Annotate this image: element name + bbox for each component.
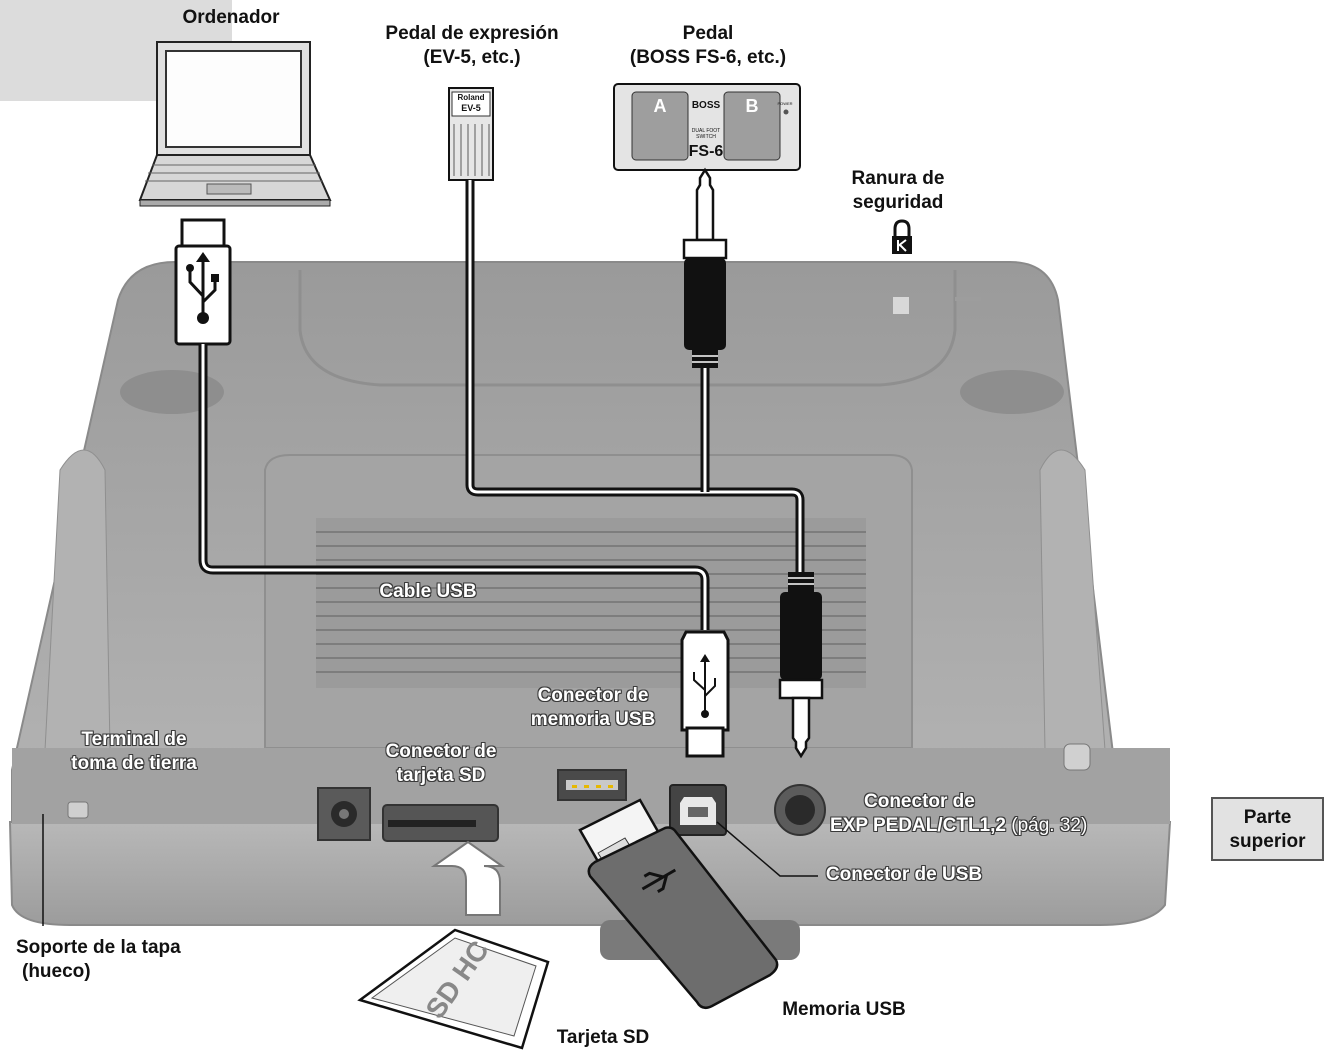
label-soporte-line2: (hueco) [22,961,91,982]
label-conector-exp-page: (pág. 32) [1011,815,1088,836]
parte-line2: superior [1229,831,1306,852]
label-conector-exp-line2-row: EXP PEDAL/CTL1,2 (pág. 32) [830,814,1122,838]
usb-b-port[interactable] [669,784,727,836]
label-tarjeta-sd: Tarjeta SD [556,1027,650,1048]
label-conector-memoria-line1: Conector de [537,685,649,706]
computer-laptop [138,41,332,207]
label-pedal-expresion-line2: (EV-5, etc.) [423,47,521,68]
label-conector-sd-line2: tarjeta SD [396,765,486,786]
sd-insert-arrow [430,840,506,916]
ground-terminal [67,801,89,819]
label-cable-usb: Cable USB [379,581,477,602]
usb-b-plug [680,630,730,758]
label-pedal: Pedal (BOSS FS-6, etc.) [610,22,806,70]
parte-superior-box: Parte superior [1211,797,1324,861]
label-terminal-tierra: Terminal de toma de tierra [54,728,214,776]
label-conector-memoria-usb: Conector de memoria USB [518,684,668,732]
fs6-brand: BOSS [691,100,721,111]
side-knob [1063,743,1091,771]
usb-memory-stick [578,798,779,1010]
label-memoria-usb: Memoria USB [782,999,906,1020]
vent-grille [316,518,866,688]
parte-line1: Parte [1243,807,1292,828]
label-conector-memoria-line2: memoria USB [530,709,656,730]
exp-pedal-jack[interactable] [774,784,826,836]
fs6-b-label: B [745,96,759,116]
leader-lines [42,814,818,926]
expression-pedal [448,87,494,181]
label-pedal-line1: Pedal [682,23,734,44]
label-ranura-line1: Ranura de [851,168,945,189]
label-conector-de-usb: Conector de USB [825,864,983,885]
label-ranura-line2: seguridad [852,192,944,213]
label-pedal-line2: (BOSS FS-6, etc.) [629,47,787,68]
label-conector-exp: Conector de EXP PEDAL/CTL1,2 (pág. 32) [830,790,1122,838]
ev5-model: EV-5 [461,103,481,113]
fs6-sub: DUAL FOOT SWITCH [691,128,721,140]
phone-plug-top [682,167,728,368]
usb-symbol-icon [693,660,716,714]
fs6-footswitch [613,83,801,171]
label-soporte-tapa: Soporte de la tapa (hueco) [16,936,200,984]
ev5-brand: Roland [457,93,485,102]
label-pedal-expresion: Pedal de expresión (EV-5, etc.) [364,22,580,70]
sd-card-slot[interactable] [382,804,499,842]
usb-memory-port[interactable] [557,769,627,801]
label-terminal-line2: toma de tierra [71,753,197,774]
label-soporte-line1: Soporte de la tapa [16,937,181,958]
label-conector-exp-line2: EXP PEDAL/CTL1,2 [830,815,1006,836]
usb-symbol-icon [641,868,677,893]
kensington-lock-icon [892,219,912,254]
usb-symbol-icon [188,262,217,316]
label-conector-sd: Conector de tarjeta SD [368,740,514,788]
label-pedal-expresion-line1: Pedal de expresión [385,23,559,44]
dc-jack [317,787,371,841]
fs6-power: POWER [777,101,793,106]
label-terminal-line1: Terminal de [81,729,187,750]
fs6-model: FS-6 [688,143,724,160]
parte-superior-label: Parte superior [1213,806,1322,854]
sd-card: SD HC [357,928,550,1050]
fs6-a-label: A [653,96,667,116]
label-ranura-seguridad: Ranura de seguridad [836,167,960,215]
label-ordenador: Ordenador [182,7,280,28]
usb-a-plug [174,218,232,346]
label-conector-sd-line1: Conector de [385,741,497,762]
label-conector-exp-line1: Conector de [864,791,975,812]
phone-plug-bottom [778,572,824,759]
device-body [8,261,1172,960]
